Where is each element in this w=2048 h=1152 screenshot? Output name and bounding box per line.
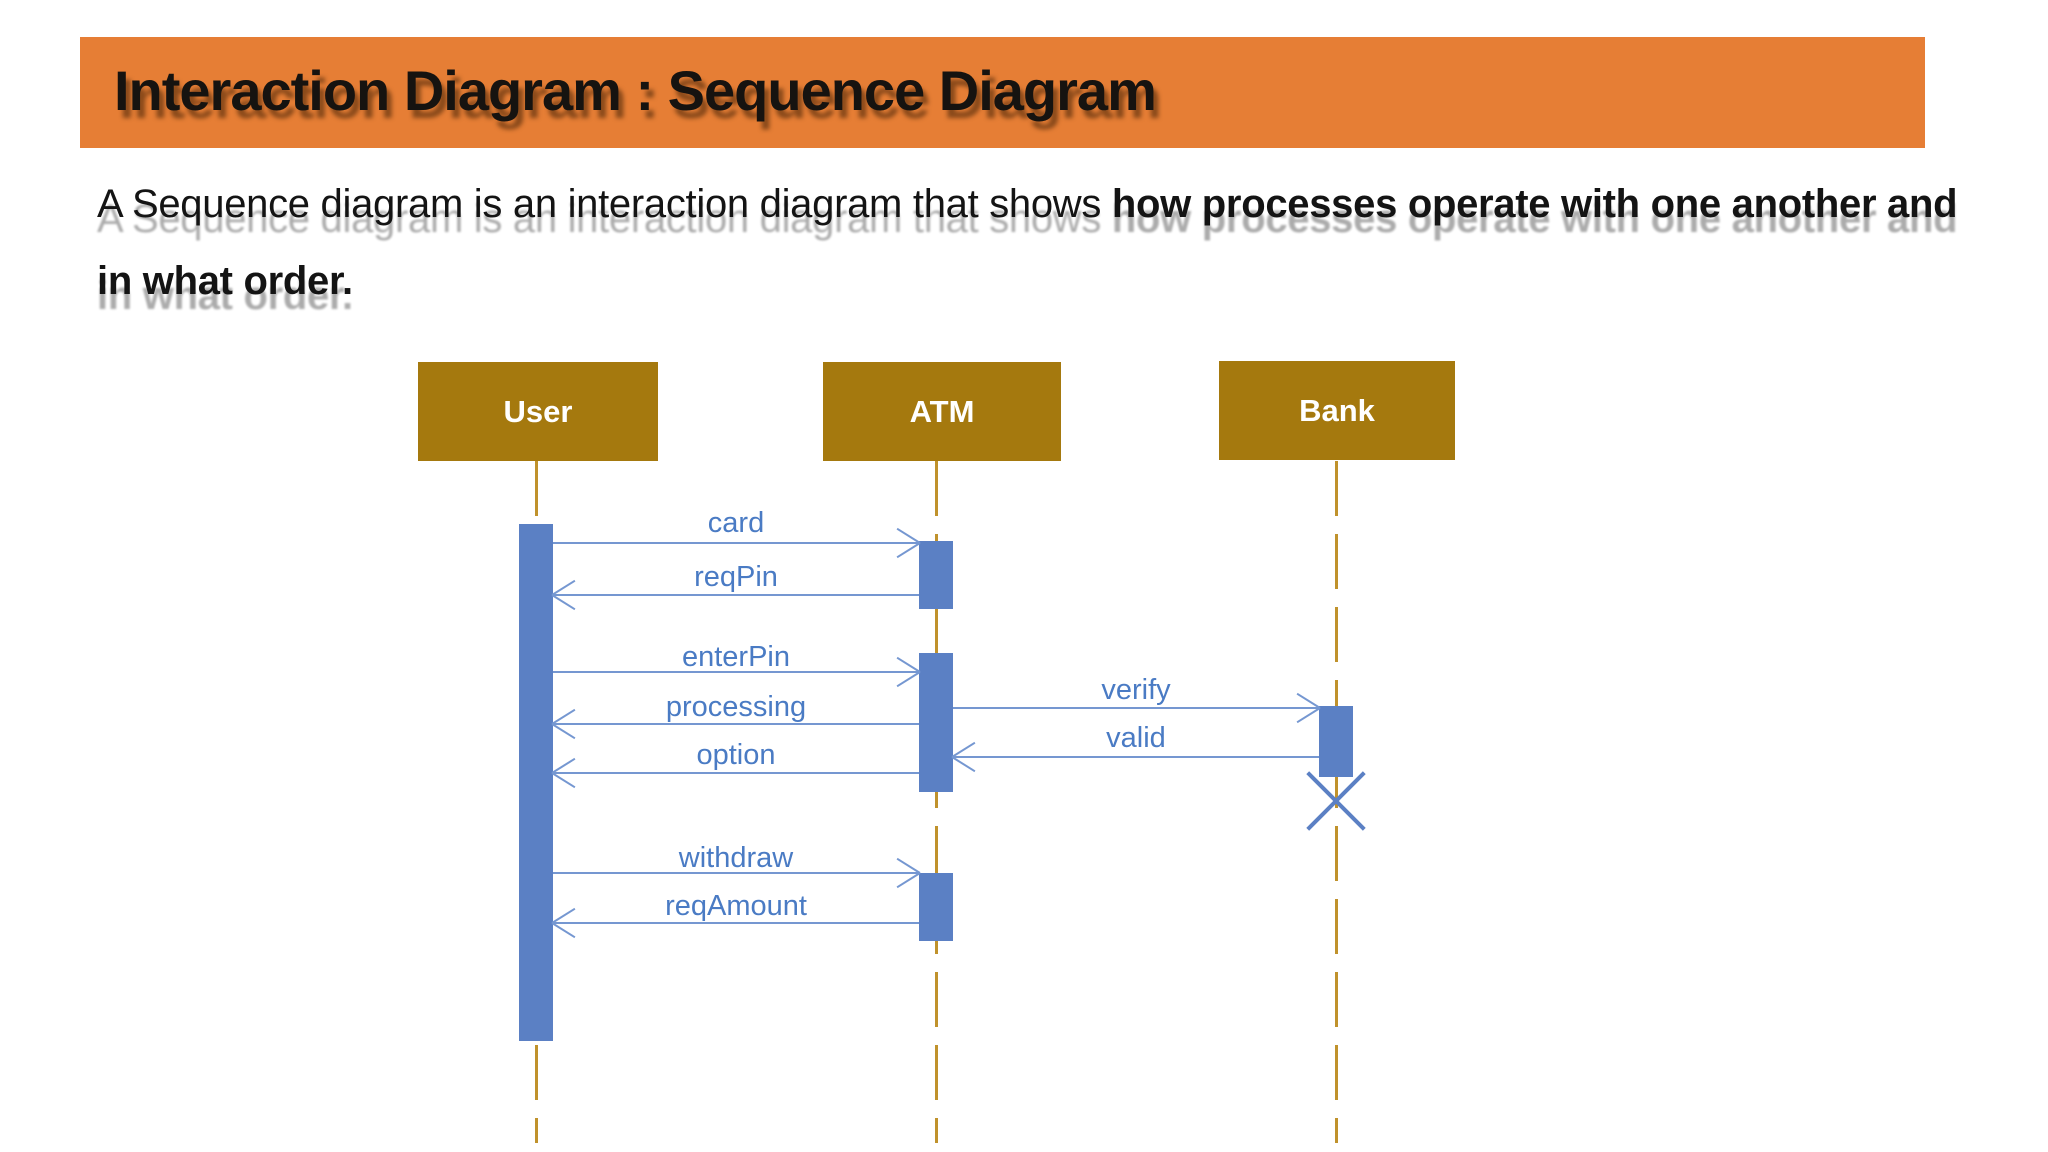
- bank-activation-bar: [1319, 706, 1353, 777]
- arrowhead-icon: [551, 723, 576, 740]
- message-arrow-processing: [551, 708, 919, 740]
- message-label-processing: processing: [665, 691, 807, 723]
- atm-activation-bar-1: [919, 541, 953, 609]
- actor-box-atm: ATM: [823, 362, 1061, 461]
- message-label-option: option: [696, 739, 776, 771]
- message-label-verify: verify: [1101, 674, 1171, 706]
- atm-activation-bar-2: [919, 653, 953, 792]
- message-label-withdraw: withdraw: [678, 842, 794, 874]
- page-title: Interaction Diagram : Sequence Diagram: [114, 59, 1157, 122]
- actor-box-bank: Bank: [1219, 361, 1455, 460]
- intro-text-bold-2: in what order.: [97, 259, 353, 303]
- title-bar: Interaction Diagram : Sequence Diagram: [80, 37, 1925, 148]
- intro-text-bold-1: how processes operate with one another a…: [1111, 182, 1958, 226]
- message-label-valid: valid: [1106, 722, 1166, 754]
- intro-line-2: in what order.: [97, 243, 1997, 320]
- message-arrow-withdraw: [553, 857, 921, 889]
- arrowhead-icon: [951, 756, 976, 773]
- arrowhead-icon: [896, 542, 921, 559]
- message-arrow-valid: [951, 741, 1319, 773]
- message-arrow-enterpin: [553, 656, 921, 688]
- atm-activation-bar-3: [919, 873, 953, 941]
- destruction-x-icon: [1307, 772, 1365, 830]
- actor-box-user: User: [418, 362, 658, 461]
- intro-text-regular: A Sequence diagram is an interaction dia…: [97, 182, 1112, 226]
- actor-label-user: User: [503, 393, 573, 429]
- arrowhead-icon: [551, 922, 576, 939]
- actor-label-bank: Bank: [1299, 392, 1375, 428]
- message-label-card: card: [707, 507, 765, 539]
- intro-line-1: A Sequence diagram is an interaction dia…: [97, 166, 1997, 243]
- message-arrow-card: [553, 527, 921, 559]
- message-label-reqamount: reqAmount: [665, 890, 807, 922]
- message-arrow-reqamount: [551, 907, 919, 939]
- intro-paragraph: A Sequence diagram is an interaction dia…: [97, 166, 1997, 320]
- arrowhead-icon: [551, 772, 576, 789]
- message-label-reqpin: reqPin: [694, 561, 778, 593]
- message-arrow-reqpin: [551, 579, 919, 611]
- arrowhead-icon: [551, 594, 576, 611]
- message-label-enterpin: enterPin: [681, 641, 790, 673]
- user-activation-bar: [519, 524, 553, 1041]
- message-arrow-verify: [953, 692, 1321, 724]
- atm-lifeline: [935, 461, 938, 1143]
- actor-label-atm: ATM: [909, 393, 975, 429]
- message-arrow-option: [551, 757, 919, 789]
